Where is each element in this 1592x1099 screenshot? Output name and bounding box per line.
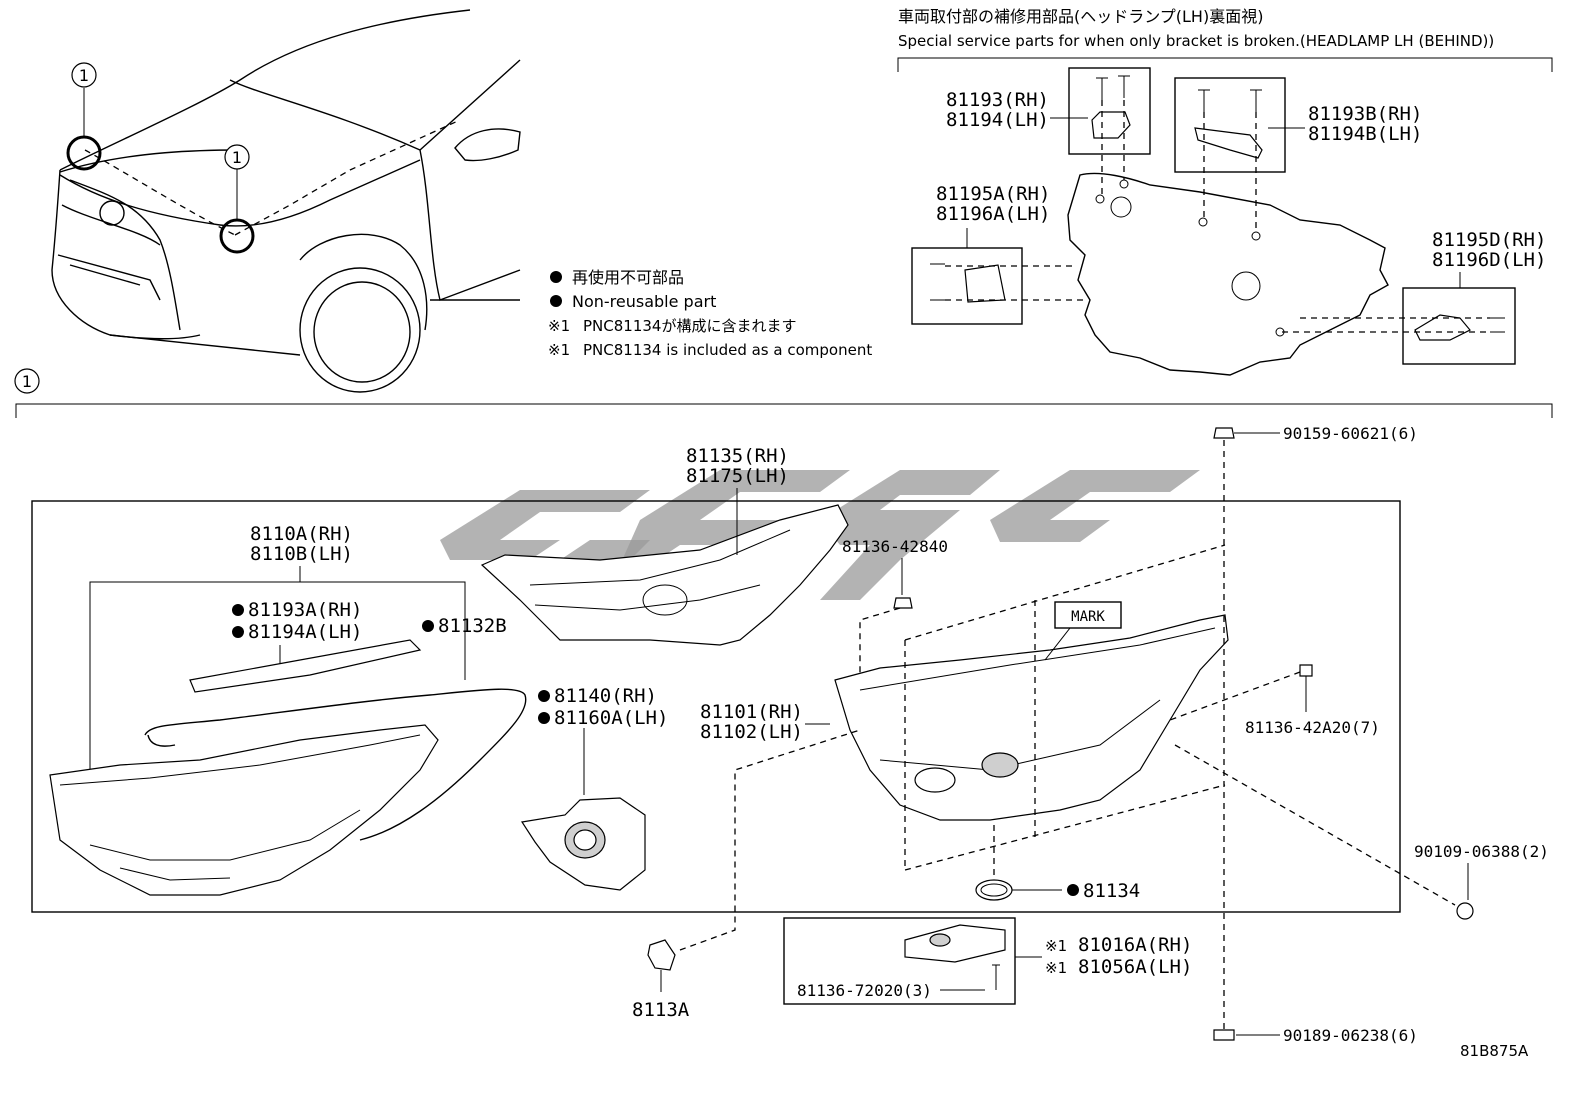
part-8110B: 8110B(LH) xyxy=(250,543,353,565)
headlamp-lens-8110 xyxy=(49,724,439,896)
part-81175: 81175(LH) xyxy=(686,465,789,487)
part-81193: 81193(RH) xyxy=(946,89,1049,111)
part-81194A: 81194A(LH) xyxy=(248,621,362,643)
socket-8113A: 8113A xyxy=(632,729,861,1021)
nonreusable-bullet-icon xyxy=(550,271,562,283)
bolt-90189: 90189-06238(6) xyxy=(1213,1026,1418,1045)
note-mark-81016A: ※1 xyxy=(1045,937,1067,955)
part-81136-72020: 81136-72020(3) xyxy=(797,981,932,1000)
callout-circle-1a: 1 xyxy=(71,62,97,88)
part-81195D: 81195D(RH) xyxy=(1432,229,1546,251)
part-8113A: 8113A xyxy=(632,999,690,1021)
callout-circle-1b: 1 xyxy=(224,144,250,170)
part-81196A: 81196A(LH) xyxy=(936,203,1050,225)
part-81193A: 81193A(RH) xyxy=(248,599,362,621)
part-81016A: 81016A(RH) xyxy=(1078,934,1192,956)
watermark-logo xyxy=(440,470,1200,600)
part-81193B: 81193B(RH) xyxy=(1308,103,1422,125)
legend-nonreusable-jp: 再使用不可部品 xyxy=(572,268,684,287)
part-81134: 81134 xyxy=(1083,880,1140,902)
callout-number: 1 xyxy=(79,66,89,85)
part-81140: 81140(RH) xyxy=(554,685,657,707)
gasket-81132B: 81132B xyxy=(144,615,527,841)
legend: 再使用不可部品 Non-reusable part ※1 PNC81134が構成… xyxy=(548,268,872,359)
legend-note-mark: ※1 xyxy=(548,317,570,335)
screw-81136-42840: 81136-42840 xyxy=(842,537,948,690)
section-callout-1: 1 xyxy=(14,368,1553,418)
part-90109-06388: 90109-06388(2) xyxy=(1414,842,1549,861)
legend-note-en: PNC81134 is included as a component xyxy=(583,341,872,359)
panel-title-jp: 車両取付部の補修用部品(ヘッドランプ(LH)裏面視) xyxy=(898,7,1263,26)
legend-note-mark: ※1 xyxy=(548,341,570,359)
part-81136-42840: 81136-42840 xyxy=(842,537,948,556)
legend-nonreusable-en: Non-reusable part xyxy=(572,292,716,311)
part-81102: 81102(LH) xyxy=(700,721,803,743)
part-81132B: 81132B xyxy=(438,615,507,637)
part-81194B: 81194B(LH) xyxy=(1308,123,1422,145)
part-81196D: 81196D(LH) xyxy=(1432,249,1546,271)
part-81056A: 81056A(LH) xyxy=(1078,956,1192,978)
mark-label: MARK xyxy=(1044,601,1122,661)
note-mark-81056A: ※1 xyxy=(1045,959,1067,977)
part-81194: 81194(LH) xyxy=(946,109,1049,131)
legend-note-jp: PNC81134が構成に含まれます xyxy=(583,317,796,335)
module-81016A: 81136-72020(3) ※1 81016A(RH) ※1 81056A(L… xyxy=(783,917,1192,1005)
special-service-panel: 車両取付部の補修用部品(ヘッドランプ(LH)裏面視) Special servi… xyxy=(897,7,1553,376)
garnish-81135: 81135(RH) 81175(LH) xyxy=(480,445,849,646)
nonreusable-bullet-icon xyxy=(550,295,562,307)
figure-id: 81B875A xyxy=(1460,1042,1529,1060)
part-81135: 81135(RH) xyxy=(686,445,789,467)
headlamp-assembly-box xyxy=(31,500,1401,913)
housing-81101: 81101(RH) 81102(LH) xyxy=(700,544,1229,871)
lens-group-8110: 8110A(RH) 8110B(LH) xyxy=(89,523,466,770)
part-90189-06238: 90189-06238(6) xyxy=(1283,1026,1418,1045)
bolt-90159: 90159-60621(6) xyxy=(1213,424,1418,1030)
part-81160A: 81160A(LH) xyxy=(554,707,668,729)
module-81140: 81140(RH) 81160A(LH) xyxy=(520,685,668,891)
nut-90109: 90109-06388(2) xyxy=(1174,744,1549,920)
part-8110A: 8110A(RH) xyxy=(250,523,353,545)
ring-81134: 81134 xyxy=(975,825,1140,902)
callout-number: 1 xyxy=(22,372,32,391)
part-81136-42A20: 81136-42A20(7) xyxy=(1245,718,1380,737)
mark-text: MARK xyxy=(1071,609,1105,625)
callout-number: 1 xyxy=(232,148,242,167)
part-90159-60621: 90159-60621(6) xyxy=(1283,424,1418,443)
panel-title-en: Special service parts for when only brac… xyxy=(898,32,1494,50)
vehicle-front-illustration xyxy=(51,9,521,393)
part-81101: 81101(RH) xyxy=(700,701,803,723)
part-81195A: 81195A(RH) xyxy=(936,183,1050,205)
screw-81136-42A20: 81136-42A20(7) xyxy=(1169,664,1380,737)
bracket-strip-81193A: 81193A(RH) 81194A(LH) xyxy=(189,599,422,693)
